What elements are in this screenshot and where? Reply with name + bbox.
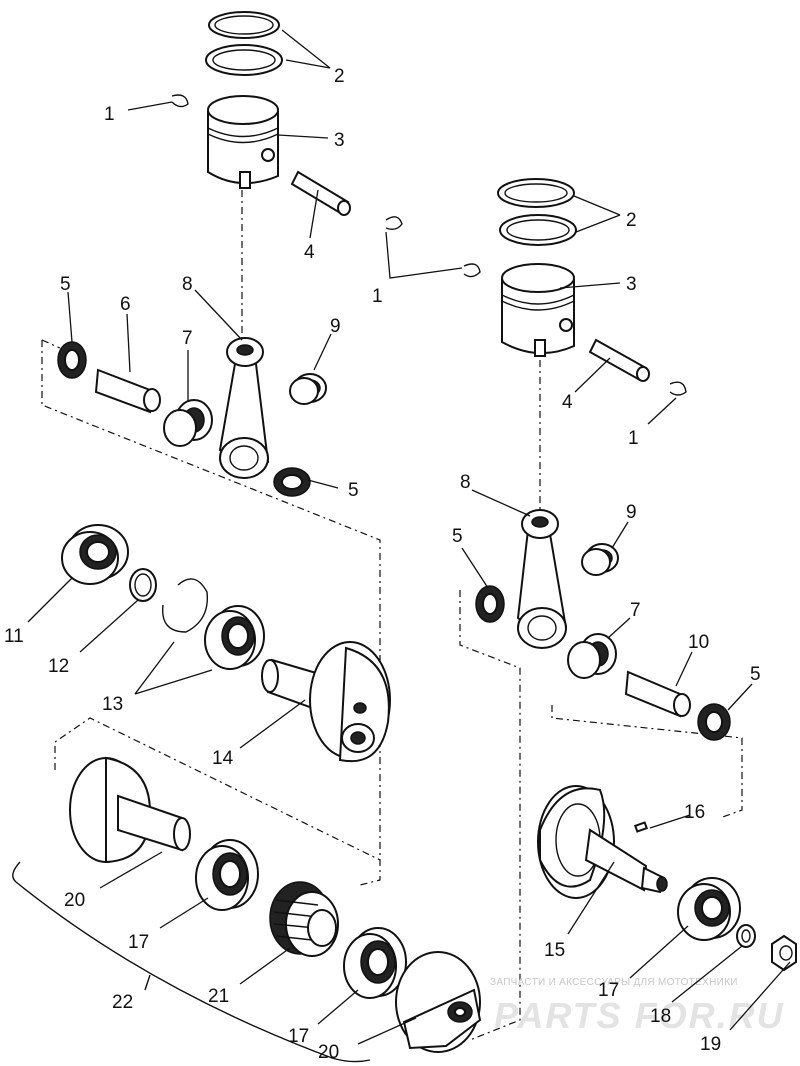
bearing-11 xyxy=(61,524,129,585)
callout-1-right: 1 xyxy=(628,428,639,449)
callout-5-d: 5 xyxy=(750,664,761,685)
leader-lines xyxy=(12,29,791,1063)
bearing-17-right xyxy=(677,877,741,941)
bearing-17-left xyxy=(195,839,259,911)
callout-15: 15 xyxy=(544,940,565,961)
connecting-rod-right xyxy=(516,509,568,649)
callout-2-right: 2 xyxy=(626,210,637,231)
crank-pin-left xyxy=(94,368,161,414)
circlip-left-upper xyxy=(171,94,189,108)
callout-5-a: 5 xyxy=(60,274,71,295)
circlip-right-upper xyxy=(463,263,481,278)
callout-4-right: 4 xyxy=(562,392,573,413)
callout-14: 14 xyxy=(212,748,234,769)
callout-2-top: 2 xyxy=(334,66,345,87)
callout-4-left: 4 xyxy=(304,242,315,263)
watermark: ЗАПЧАСТИ И АКСЕССУАРЫ ДЛЯ МОТОТЕХНИКИ PA… xyxy=(490,977,785,1036)
callout-9-left: 9 xyxy=(330,316,341,337)
callout-7-left: 7 xyxy=(182,328,193,349)
circlip-right-pin xyxy=(669,381,687,396)
callout-9-right: 9 xyxy=(626,502,637,523)
nut-19 xyxy=(771,934,797,972)
crankshaft-half-14 xyxy=(261,641,391,763)
piston-rings-left xyxy=(205,11,283,76)
callout-5-c: 5 xyxy=(452,526,463,547)
callout-8-left: 8 xyxy=(182,274,193,295)
callout-7-right: 7 xyxy=(630,600,641,621)
callout-1-mid: 1 xyxy=(372,286,383,307)
callout-16: 16 xyxy=(684,802,705,823)
seal-ring-12 xyxy=(129,568,157,602)
callout-19: 19 xyxy=(700,1034,721,1055)
piston-pin-right xyxy=(588,338,650,382)
callout-1-top: 1 xyxy=(104,104,115,125)
needle-bearing-small-right xyxy=(581,543,619,576)
washer-right-left xyxy=(475,585,505,623)
connecting-rod-left xyxy=(218,337,270,479)
callout-20-upper: 20 xyxy=(64,890,85,911)
callout-17-center: 17 xyxy=(288,1026,309,1047)
callout-8-right: 8 xyxy=(460,472,471,493)
bearing-13 xyxy=(204,605,265,670)
piston-right xyxy=(501,263,575,357)
callout-20-lower: 20 xyxy=(318,1042,339,1063)
callout-17-right: 17 xyxy=(598,980,619,1001)
svg-text:PARTS FOR.RU: PARTS FOR.RU xyxy=(494,995,785,1036)
piston-pin-left xyxy=(290,170,351,216)
callout-labels: 2 1 3 4 1 2 3 4 1 5 6 7 8 9 5 8 9 5 7 10… xyxy=(4,66,761,1063)
needle-bearing-large-left xyxy=(163,399,213,447)
washer-left-bottom xyxy=(273,467,311,497)
retaining-ring-13 xyxy=(162,578,209,633)
piston-rings-right xyxy=(497,178,577,246)
callout-17-left: 17 xyxy=(128,932,149,953)
bearing-17-center xyxy=(343,927,407,999)
crankshaft-half-15 xyxy=(537,785,668,899)
flywheel-half-20-upper xyxy=(69,756,191,864)
callout-3-left: 3 xyxy=(334,130,345,151)
center-seal-21 xyxy=(269,881,339,957)
piston-left xyxy=(207,95,279,189)
callout-5-b: 5 xyxy=(348,480,359,501)
callout-18: 18 xyxy=(650,1006,671,1027)
callout-6: 6 xyxy=(120,294,131,315)
callout-13: 13 xyxy=(102,694,123,715)
washer-right-far xyxy=(697,703,731,741)
flywheel-half-20-lower xyxy=(395,951,482,1053)
callout-22: 22 xyxy=(112,992,133,1013)
circlip-left-pin xyxy=(385,216,403,231)
washer-left-top xyxy=(57,341,87,379)
svg-text:ЗАПЧАСТИ И АКСЕССУАРЫ ДЛЯ МОТО: ЗАПЧАСТИ И АКСЕССУАРЫ ДЛЯ МОТОТЕХНИКИ xyxy=(490,977,738,988)
callout-21: 21 xyxy=(208,986,229,1007)
callout-12: 12 xyxy=(48,656,69,677)
callout-3-right: 3 xyxy=(626,274,637,295)
callout-10: 10 xyxy=(688,632,709,653)
callout-11: 11 xyxy=(4,626,24,647)
lock-washer-18 xyxy=(736,924,756,948)
crank-pin-right xyxy=(624,670,691,718)
key-16 xyxy=(633,821,649,833)
needle-bearing-small-left xyxy=(289,373,327,405)
needle-bearing-large-right xyxy=(567,633,617,679)
